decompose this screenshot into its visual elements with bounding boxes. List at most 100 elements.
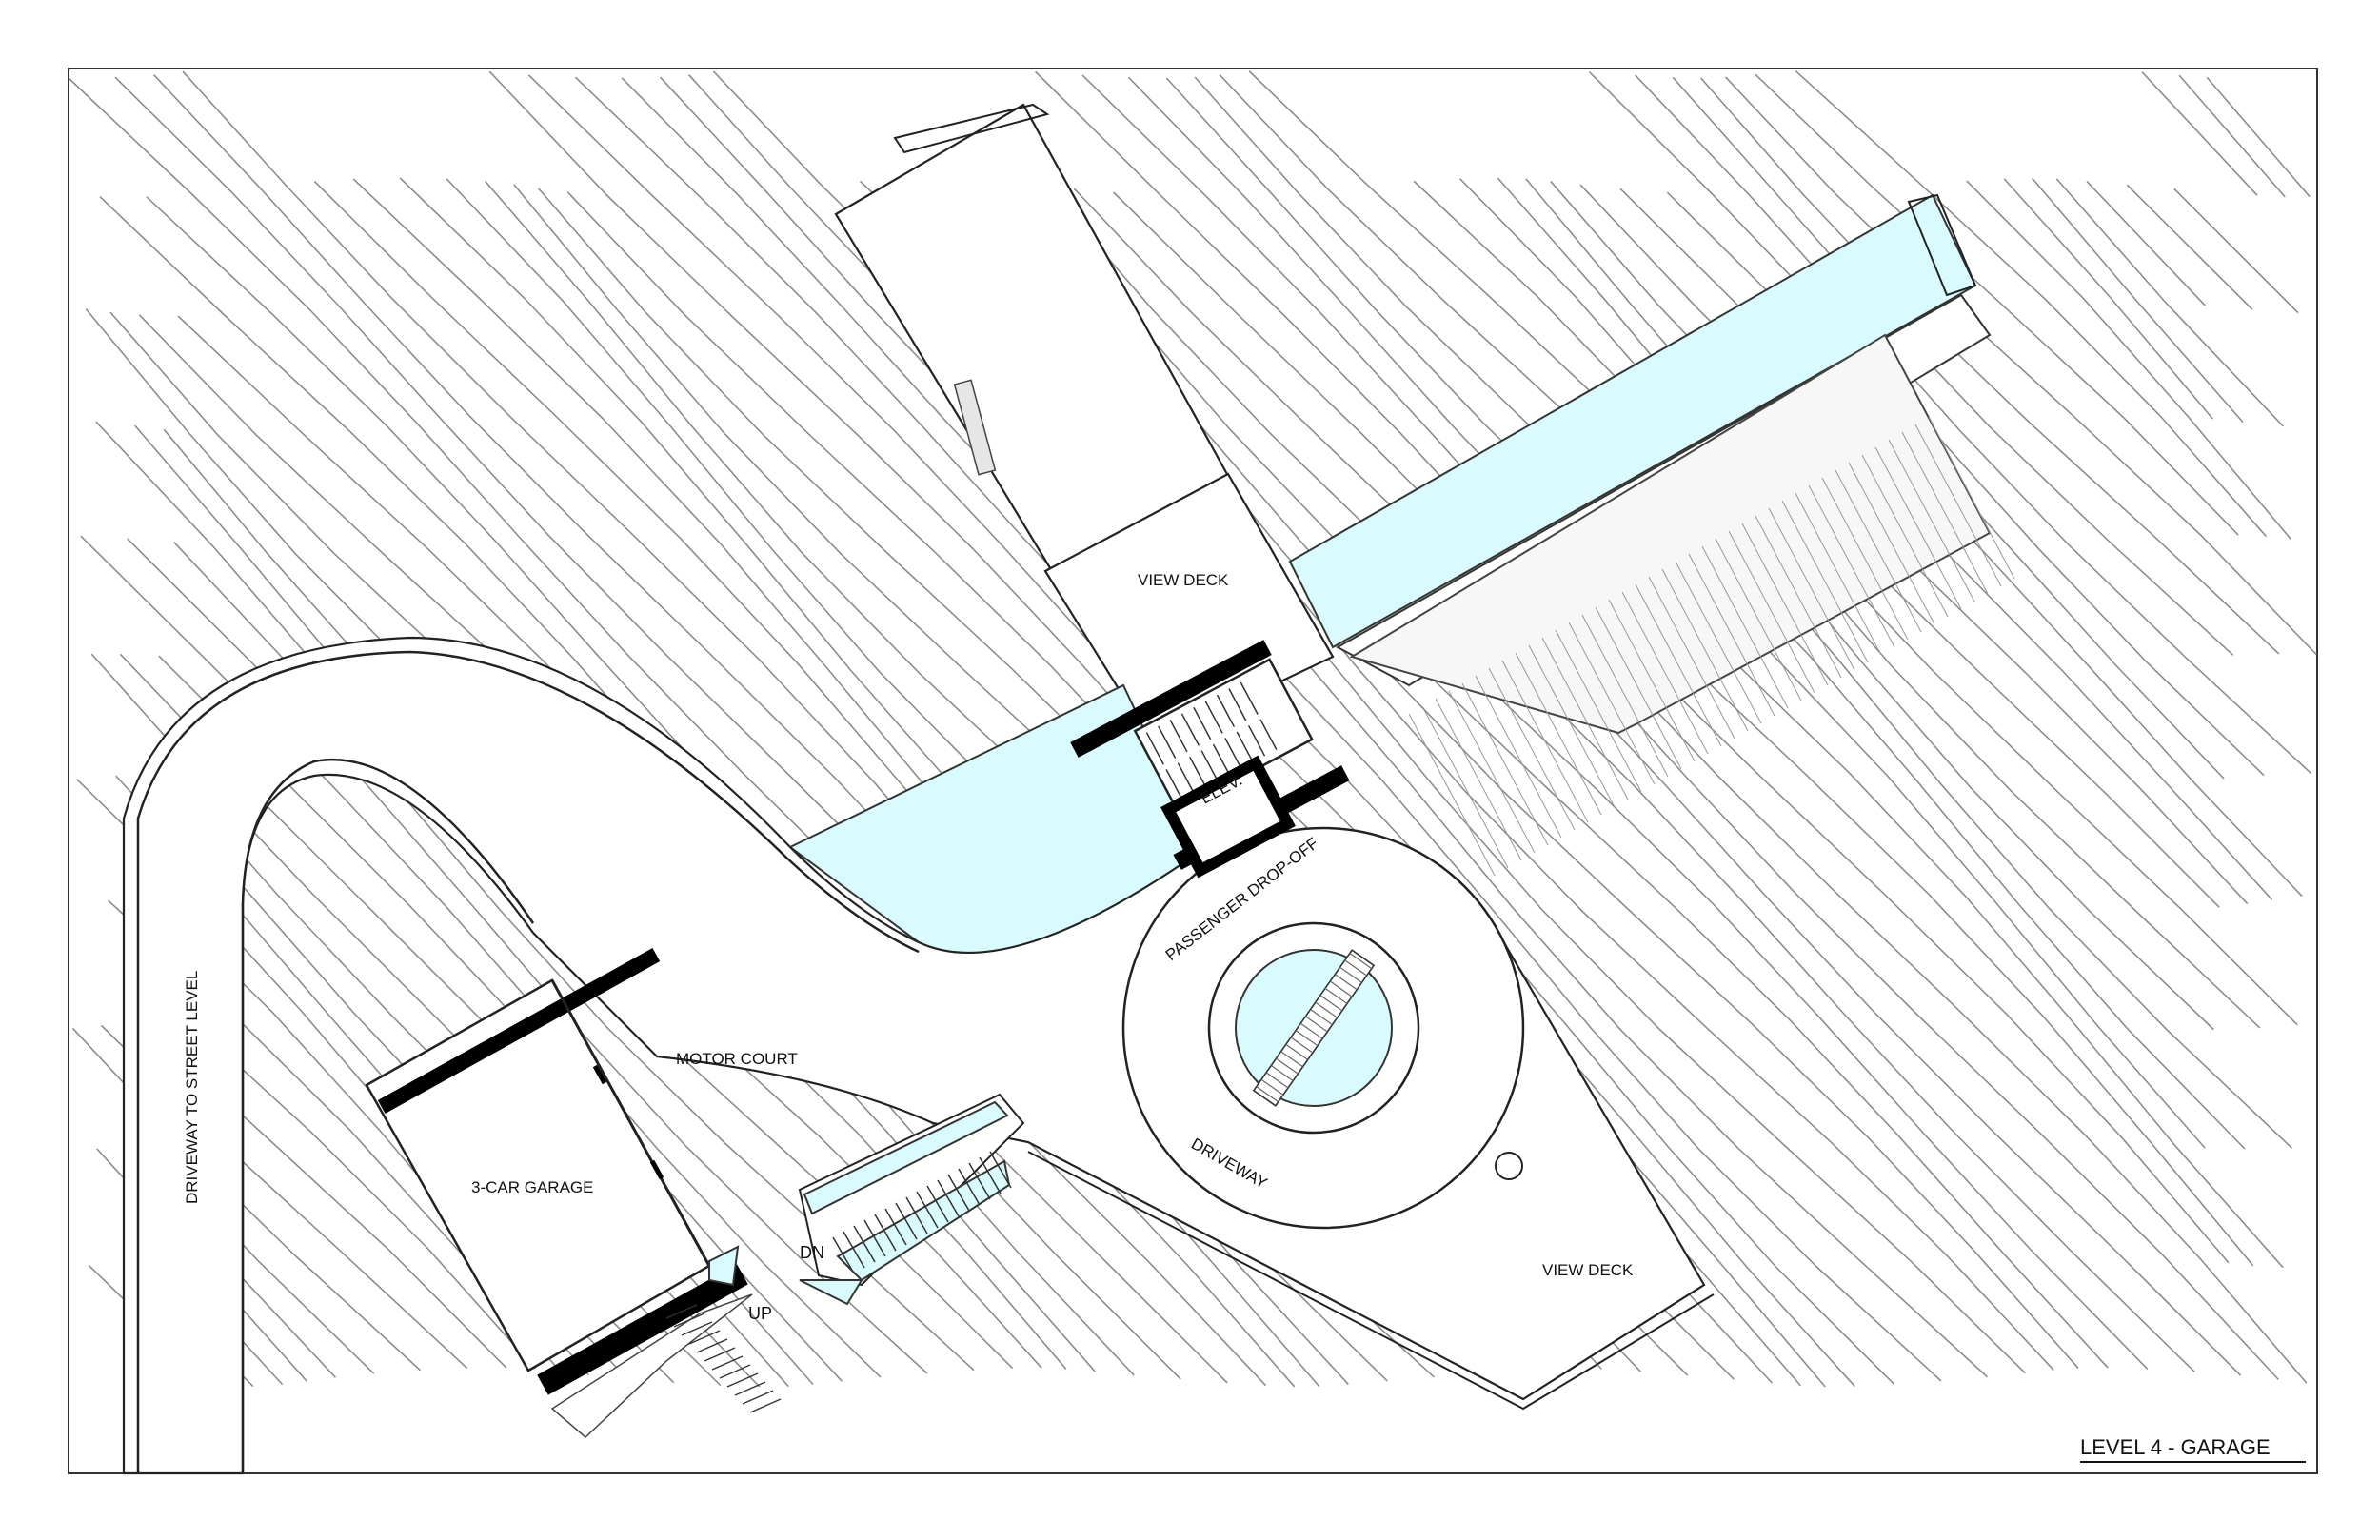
stair-garage-street xyxy=(550,1293,753,1439)
terrace-hatch-line xyxy=(1701,545,1789,709)
contour-line xyxy=(1724,76,2317,656)
contour-line xyxy=(1019,180,2149,1371)
stair-tread xyxy=(874,1214,897,1252)
view-deck-south-edge xyxy=(1027,1151,1715,1411)
stair-tread xyxy=(673,1313,705,1328)
contour-line xyxy=(2031,177,2244,424)
stair-tread xyxy=(1236,731,1254,763)
garage-wall-south xyxy=(537,1264,748,1395)
stair-tread xyxy=(734,1381,766,1396)
terrace-hatch-line xyxy=(1528,644,1616,808)
stair-tread xyxy=(1228,688,1247,721)
stair-tread xyxy=(1158,725,1177,759)
stair-tread xyxy=(916,1191,939,1229)
label-garage: 3-CAR GARAGE xyxy=(471,1178,593,1196)
stair-tread xyxy=(884,1208,907,1246)
stair-north xyxy=(1145,681,1278,800)
driveway-to-street xyxy=(136,650,920,1473)
terrace-hatch-line xyxy=(1861,454,1949,618)
terrace-hatch-line xyxy=(1675,561,1762,724)
garage-wall-north xyxy=(377,948,661,1114)
bridge-tread xyxy=(1295,1030,1319,1047)
terrace-hatch-line xyxy=(1835,469,1922,633)
stair-tread xyxy=(1145,732,1164,765)
label-down: DN xyxy=(800,1243,824,1262)
contour-line xyxy=(2173,188,2299,314)
stair-tread xyxy=(853,1225,876,1263)
stair-tread xyxy=(979,1156,1002,1194)
bridge-tread xyxy=(1315,1001,1339,1018)
terrace-hatch-line xyxy=(1488,667,1576,831)
stair-tread xyxy=(1165,769,1183,800)
wall-north-1 xyxy=(1070,640,1272,758)
bridge-tread xyxy=(1290,1037,1314,1054)
stair-up-treads xyxy=(665,1304,782,1413)
stair-tread xyxy=(843,1231,865,1269)
terrace-hatch-line xyxy=(1421,705,1509,869)
stair-tread xyxy=(968,1162,991,1200)
stair-tread xyxy=(1180,713,1200,746)
terrace-hatch-line xyxy=(1475,675,1562,839)
stair-tread xyxy=(711,1355,744,1371)
stair-tread xyxy=(1193,706,1212,740)
stair-tread xyxy=(958,1168,981,1206)
contour-line xyxy=(1043,184,2195,1372)
contour-line xyxy=(185,1017,537,1370)
drawing-title: LEVEL 4 - GARAGE xyxy=(2080,1435,2271,1459)
terrace-hatch-line xyxy=(1741,523,1829,686)
bridge-tread xyxy=(1319,995,1343,1012)
terrace-hatch-line xyxy=(1621,591,1709,755)
contour-line xyxy=(2126,184,2253,310)
terrace-hatch-line xyxy=(1688,553,1775,717)
stair-tread xyxy=(1212,743,1231,776)
terrace-hatch-line xyxy=(1874,446,1962,610)
contour-line xyxy=(1755,73,2239,536)
stair-tread xyxy=(688,1330,721,1345)
terrace-hatch-line xyxy=(1755,515,1842,679)
terrace-hatch-line xyxy=(1541,637,1629,800)
elevator-shaft xyxy=(1160,755,1296,879)
terrace-hatch-line xyxy=(1635,583,1722,747)
stair-tread xyxy=(726,1372,759,1388)
stair-tread xyxy=(947,1174,970,1212)
terrace-hatch-line xyxy=(1461,682,1549,846)
bridge-tread xyxy=(1339,966,1362,983)
sheet-border xyxy=(68,68,2318,1474)
stair-tread xyxy=(937,1179,960,1217)
stair-tread xyxy=(1259,719,1278,750)
bridge-tread xyxy=(1256,1086,1279,1103)
contour-line xyxy=(2086,180,2206,306)
column-marker xyxy=(1495,1152,1523,1180)
stair-tread xyxy=(832,1236,855,1274)
label-street-driveway: DRIVEWAY TO STREET LEVEL xyxy=(183,971,201,1204)
terrace-hatch-line xyxy=(1595,606,1682,770)
contour-line xyxy=(2003,178,2213,420)
terrace-hatch-line xyxy=(1781,500,1869,663)
stair-tread xyxy=(1224,738,1242,769)
stair-tread xyxy=(1216,694,1236,728)
north-building-outline xyxy=(893,103,1050,154)
bridge-tread xyxy=(1310,1009,1333,1026)
fountain-bridge xyxy=(1252,949,1376,1107)
bridge-tread xyxy=(1260,1078,1284,1096)
terrace-hatch-line xyxy=(1901,431,1989,595)
stair-tread xyxy=(696,1338,728,1353)
label-motor-court: MOTOR COURT xyxy=(676,1050,798,1068)
terrace-hatch-line xyxy=(1648,576,1735,740)
pool-edge-northeast xyxy=(1907,193,1977,297)
label-view-deck-south: VIEW DECK xyxy=(1542,1261,1634,1279)
garage-door-line xyxy=(550,979,711,1267)
bridge-tread xyxy=(1305,1016,1328,1033)
bridge-tread xyxy=(1335,974,1358,991)
bridge-tread xyxy=(1299,1022,1323,1039)
driveway-to-street-inner xyxy=(241,758,535,1473)
contour-line xyxy=(1113,191,2279,1380)
stair-tread xyxy=(863,1219,886,1257)
terrace-hatch-line xyxy=(1888,439,1975,602)
stair-tread xyxy=(926,1185,949,1223)
stair-tread xyxy=(749,1398,782,1413)
contour-line xyxy=(1795,69,2268,538)
label-up: UP xyxy=(748,1304,772,1323)
stair-tread xyxy=(1200,750,1219,781)
